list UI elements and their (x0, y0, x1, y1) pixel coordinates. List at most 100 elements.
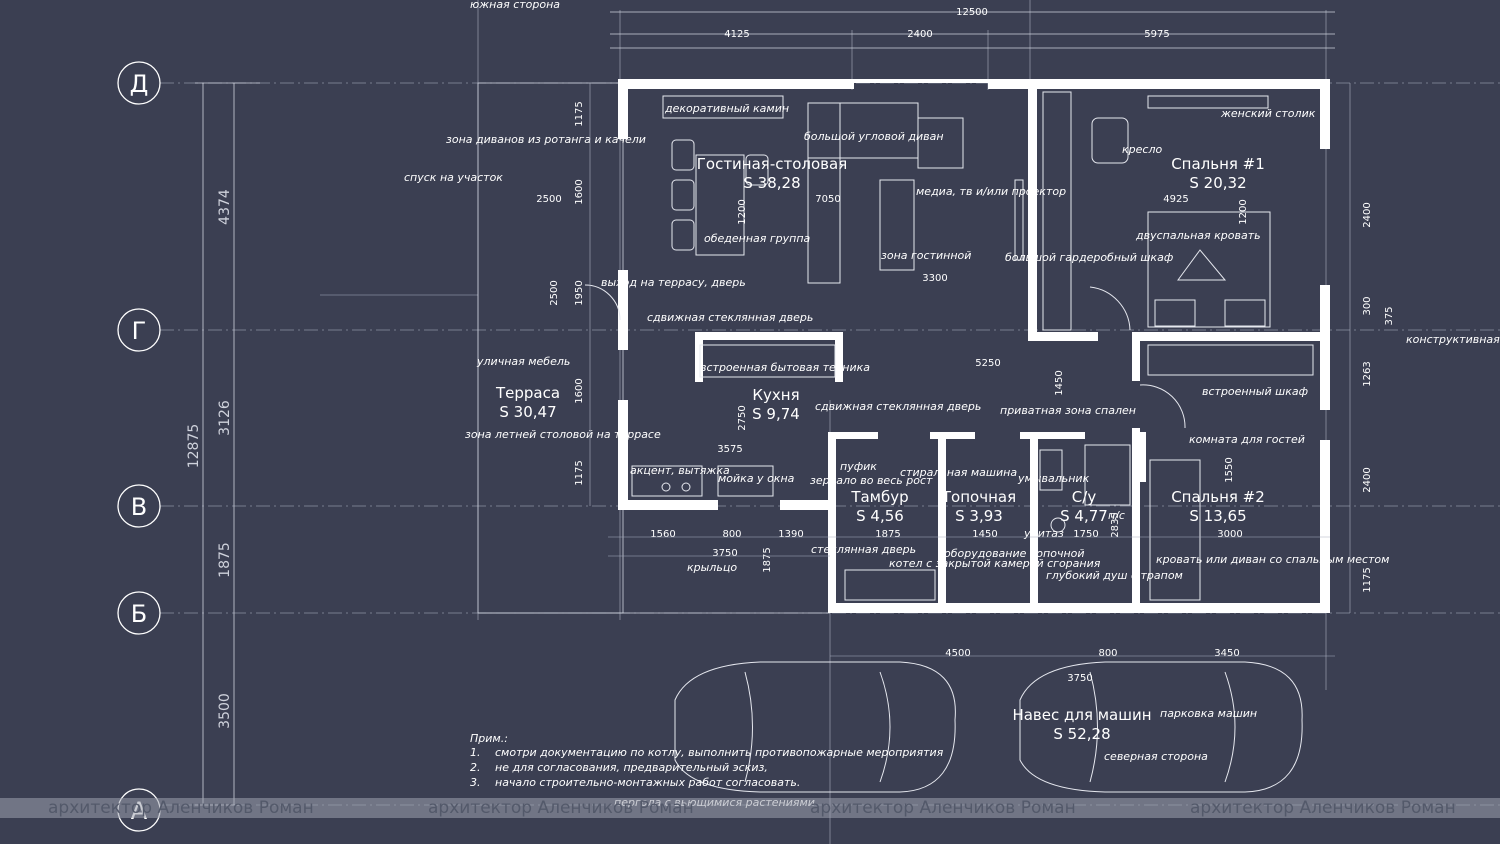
dimension-label: 300 (1362, 296, 1373, 315)
label-mirror: зеркало во весь рост (810, 474, 933, 487)
walls (618, 79, 1330, 613)
room-labels: Гостиная-столовая S 38,28 Спальня #1 S 2… (495, 155, 1265, 743)
label-sliding-door-1: сдвижная стеклянная дверь (647, 311, 813, 324)
room-area-carport: S 52,28 (1053, 725, 1110, 743)
dimension-label: 2400 (1362, 202, 1373, 227)
dimension-label: 4925 (1163, 194, 1188, 205)
dimension-label: 1600 (574, 179, 585, 204)
dim-left-2: 3126 (217, 400, 233, 436)
label-armchair: кресло (1122, 143, 1162, 156)
label-pouf: пуфик (840, 460, 877, 473)
label-glass-door: стеклянная дверь (811, 543, 916, 556)
label-terrace-door: выход на террасу, дверь (601, 276, 746, 289)
notes-block: Прим.: 1. смотри документацию по котлу, … (470, 732, 944, 789)
dimension-label: 1450 (1054, 370, 1065, 395)
room-area-bathroom: S 4,77 (1060, 507, 1108, 525)
label-sink: мойка у окна (718, 472, 795, 485)
room-name-bedroom1: Спальня #1 (1171, 155, 1265, 173)
axis-label-v: В (131, 493, 147, 521)
dimension-label: 3450 (1214, 648, 1239, 659)
dimension-label: 2. (470, 761, 481, 774)
dimension-label: 2500 (536, 194, 561, 205)
note-item-1: смотри документацию по котлу, выполнить … (495, 746, 944, 759)
left-dimensions: 12875 4374 3126 1875 3500 (186, 82, 260, 806)
dimension-label: 375 (1384, 306, 1395, 325)
dimension-label: 1750 (1073, 529, 1098, 540)
dimension-label: 1175 (1362, 567, 1373, 592)
inner-dimensions: 2500 1600 7050 1200 3300 4925 1200 2500 … (536, 83, 1395, 684)
dimension-label: 1263 (1362, 361, 1373, 386)
watermark-band (0, 798, 1500, 818)
furniture (584, 91, 1314, 793)
dimension-label: 1875 (875, 529, 900, 540)
dimension-label: 3750 (712, 548, 737, 559)
dim-total-horizontal: 12500 (956, 7, 988, 18)
label-ps: п/с (1108, 509, 1125, 522)
dimension-label: 1200 (1238, 199, 1249, 224)
label-washer: стиральная машина (900, 466, 1017, 479)
label-sofa-bed: кровать или диван со спальным местом (1156, 553, 1389, 566)
top-dimensions: 12500 4125 2400 5975 южная сторона (470, 0, 1335, 49)
dimension-label: 2400 (1362, 467, 1373, 492)
label-washbasin: умывальник (1017, 472, 1090, 485)
label-porch: крыльцо (687, 561, 737, 574)
axis-label-d: Д (130, 70, 149, 98)
dimension-label: 3. (470, 776, 481, 789)
dimension-label: 1450 (972, 529, 997, 540)
dimension-label: 4500 (945, 648, 970, 659)
label-wardrobe: большой гардеробный шкаф (1005, 251, 1173, 264)
label-media: медиа, тв и/или проектор (916, 185, 1066, 198)
note-item-3: начало строительно-монтажных работ согла… (495, 776, 800, 789)
label-north-side: северная сторона (1104, 750, 1208, 763)
dimension-label: 1175 (574, 460, 585, 485)
label-vanity: женский столик (1220, 107, 1316, 120)
terrace-outline (477, 82, 624, 614)
room-name-bedroom2: Спальня #2 (1171, 488, 1265, 506)
dimension-label: 1600 (574, 378, 585, 403)
label-dining: обеденная группа (704, 232, 811, 245)
label-appliances: встроенная бытовая техника (700, 361, 870, 374)
room-area-vestibule: S 4,56 (856, 507, 904, 525)
label-built-in-closet: встроенный шкаф (1202, 385, 1308, 398)
annotations: декоративный камин зона диванов из ротан… (404, 102, 1500, 809)
dim-top-1: 4125 (724, 29, 749, 40)
label-outdoor-furniture: уличная мебель (476, 355, 570, 368)
label-guest-room: комната для гостей (1189, 433, 1305, 446)
watermark-3: архитектор Аленчиков Роман (810, 798, 1076, 818)
room-area-boiler: S 3,93 (955, 507, 1003, 525)
room-name-boiler: Топочная (941, 488, 1016, 506)
label-toilet: унитаз (1023, 527, 1064, 540)
dimension-label: 1. (470, 746, 481, 759)
dim-top-2: 2400 (907, 29, 932, 40)
dimension-label: 800 (722, 529, 741, 540)
label-living-zone: зона гостинной (881, 249, 971, 262)
watermark-1: архитектор Аленчиков Роман (48, 798, 314, 818)
axis-markers: Д Г В Б А (117, 61, 161, 832)
room-name-living: Гостиная-столовая (697, 155, 847, 173)
axis-label-b: Б (131, 600, 147, 628)
dimension-label: 1550 (1224, 457, 1235, 482)
dimension-label: 800 (1098, 648, 1117, 659)
room-name-bathroom: С/у (1072, 488, 1097, 506)
dimension-label: 3575 (717, 444, 742, 455)
label-fireplace: декоративный камин (664, 102, 789, 115)
dim-left-3: 1875 (217, 542, 233, 578)
dimension-label: 3750 (1067, 673, 1092, 684)
label-structural-wall: конструктивная стена (1406, 333, 1500, 346)
watermarks: архитектор Аленчиков Роман архитектор Ал… (48, 798, 1456, 818)
room-area-living: S 38,28 (743, 174, 800, 192)
room-name-vestibule: Тамбур (850, 488, 908, 506)
dimension-label: 3000 (1217, 529, 1242, 540)
dimension-label: 3300 (922, 273, 947, 284)
south-side-label: южная сторона (470, 0, 560, 11)
label-boiler: котел с закрытой камерой сгорания (889, 557, 1101, 570)
room-area-bedroom1: S 20,32 (1189, 174, 1246, 192)
dimension-label: 2835 (1110, 512, 1121, 537)
dimension-label: 1950 (574, 280, 585, 305)
dimension-label: 1200 (737, 199, 748, 224)
dimension-label: 1560 (650, 529, 675, 540)
room-area-kitchen: S 9,74 (752, 405, 800, 423)
label-double-bed: двуспальная кровать (1135, 229, 1261, 242)
label-boiler-equipment: оборудование топочной (944, 547, 1085, 560)
watermark-4: архитектор Аленчиков Роман (1190, 798, 1456, 818)
